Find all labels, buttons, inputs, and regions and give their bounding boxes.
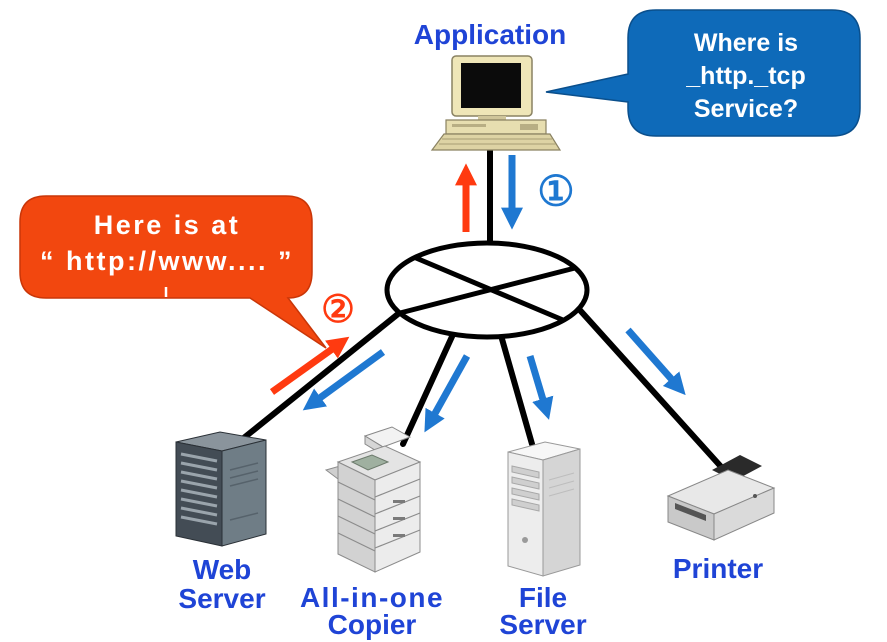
web-server-label-line-1: Web — [193, 554, 252, 585]
application-label: Application — [414, 19, 566, 50]
copier-icon — [324, 426, 422, 573]
step-2-marker: ② — [321, 287, 355, 331]
printer-label: Printer — [673, 553, 763, 584]
computer-icon — [430, 55, 562, 151]
file-server-label-line-2: Server — [499, 609, 586, 640]
link-file-server — [497, 329, 535, 447]
query-arrow-to-file-server — [526, 355, 554, 420]
query-line-2: _http._tcp — [685, 62, 805, 90]
network-hub-icon — [384, 240, 590, 340]
reply-arrow-from-web-server — [269, 336, 350, 395]
query-line-1: Where is — [694, 29, 798, 57]
link-printer — [575, 305, 727, 473]
query-line-3: Service? — [694, 95, 798, 123]
query-arrow-to-web-server — [302, 349, 386, 411]
query-arrow-to-printer — [625, 327, 686, 396]
reply-line-2: “ http://www.... ” — [40, 246, 294, 276]
link-copier — [400, 327, 458, 447]
link-web-server — [237, 311, 401, 444]
copier-label-line-2: Copier — [328, 609, 417, 640]
web-server-label-line-2: Server — [178, 583, 265, 614]
printer-icon — [666, 455, 776, 541]
web-server-icon — [175, 431, 267, 547]
query-speech-bubble: Where is _http._tcp Service? — [545, 9, 861, 137]
query-arrow-to-copier — [424, 354, 471, 433]
file-server-label-line-1: File — [519, 582, 567, 613]
reply-speech-bubble: Here is at “ http://www.... ” — [19, 195, 327, 349]
reply-line-1: Here is at — [94, 210, 241, 240]
file-server-icon — [507, 441, 581, 577]
step-1-marker: ① — [537, 167, 575, 216]
copier-label-line-1: All-in-one — [300, 582, 444, 613]
